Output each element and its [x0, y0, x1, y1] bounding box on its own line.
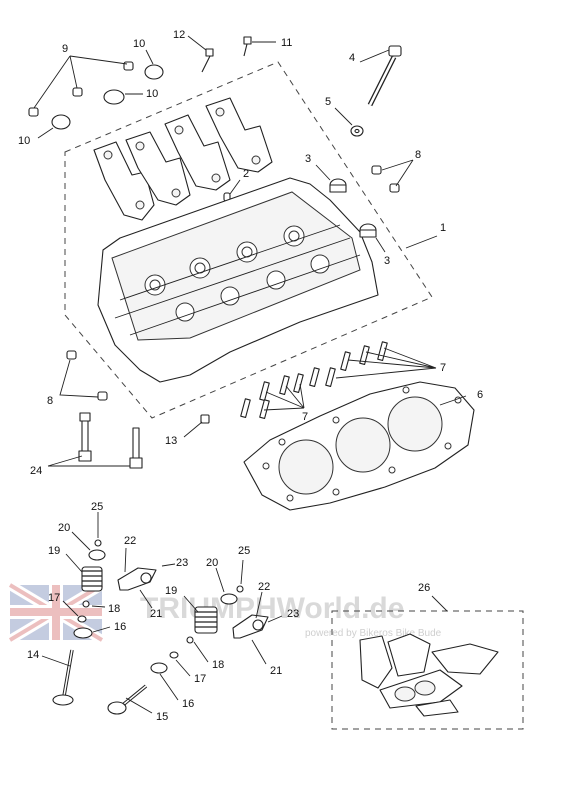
callout-9: 9: [62, 43, 68, 55]
callout-18: 18: [212, 659, 224, 671]
callout-2: 2: [243, 168, 249, 180]
callout-10: 10: [18, 135, 30, 147]
rocker-arm-21-left: [117, 567, 157, 591]
plug-8-lower: [59, 350, 108, 401]
callout-11: 11: [281, 37, 292, 49]
callout-14: 14: [27, 649, 39, 661]
callout-4: 4: [349, 52, 355, 64]
callout-26: 26: [418, 582, 430, 594]
callout-8: 8: [47, 395, 53, 407]
callout-25: 25: [238, 545, 250, 557]
callout-10: 10: [146, 88, 158, 100]
bolt-11: [243, 36, 276, 57]
plug-8-upper: [371, 159, 414, 193]
long-bolt-4: [359, 45, 402, 107]
seal-9-group: [28, 55, 134, 117]
callout-23: 23: [287, 608, 299, 620]
callout-7: 7: [302, 411, 308, 423]
plug-3: [315, 164, 386, 253]
callout-25: 25: [91, 501, 103, 513]
callout-13: 13: [165, 435, 177, 447]
valve-train-left: [41, 512, 176, 706]
callout-16: 16: [114, 621, 126, 633]
callout-5: 5: [325, 96, 331, 108]
callout-7: 7: [440, 362, 446, 374]
callout-22: 22: [258, 581, 270, 593]
bolt-13: [183, 414, 210, 438]
rocker-arm-21-right: [232, 614, 269, 639]
valve-spring-19-right: [194, 606, 218, 634]
valve-15: [107, 684, 148, 715]
cylinder-head-1: [97, 177, 438, 383]
callout-20: 20: [58, 522, 70, 534]
callout-19: 19: [48, 545, 60, 557]
washer-5: [334, 107, 364, 137]
callout-22: 22: [124, 535, 136, 547]
callout-21: 21: [270, 665, 282, 677]
callout-17: 17: [48, 592, 60, 604]
callout-16: 16: [182, 698, 194, 710]
callout-1: 1: [440, 222, 446, 234]
callout-23: 23: [176, 557, 188, 569]
head-gasket-6: [243, 381, 475, 511]
callout-6: 6: [477, 389, 483, 401]
callout-18: 18: [108, 603, 120, 615]
callout-24: 24: [30, 465, 42, 477]
callout-10: 10: [133, 38, 145, 50]
watermark-title: TRIUMPHWorld.de: [140, 592, 404, 625]
bolt-12: [187, 35, 214, 73]
valve-14: [52, 649, 74, 706]
dowels-7: [240, 341, 437, 420]
callout-labels: 9 10 10 10 12 11 4 5 3 8 2 1 3 7 6 8 7 1…: [18, 29, 483, 723]
callout-3: 3: [305, 153, 311, 165]
callout-21: 21: [150, 608, 162, 620]
callout-12: 12: [173, 29, 185, 41]
callout-17: 17: [194, 673, 206, 685]
callout-15: 15: [156, 711, 168, 723]
o-ring-10-group: [37, 49, 164, 139]
callout-3: 3: [384, 255, 390, 267]
valve-spring-19-left: [81, 566, 103, 592]
callout-20: 20: [206, 557, 218, 569]
watermark-subtitle: powered by Bikeros Bike Bude: [305, 628, 442, 639]
head-bolts-24: [47, 412, 143, 469]
camshaft-caps: [93, 97, 273, 221]
gasket-kit-26: [359, 595, 499, 717]
callout-8: 8: [415, 149, 421, 161]
valve-train-right: [107, 559, 283, 715]
callout-19: 19: [165, 585, 177, 597]
cylinder-head-group-outline: [64, 61, 433, 419]
